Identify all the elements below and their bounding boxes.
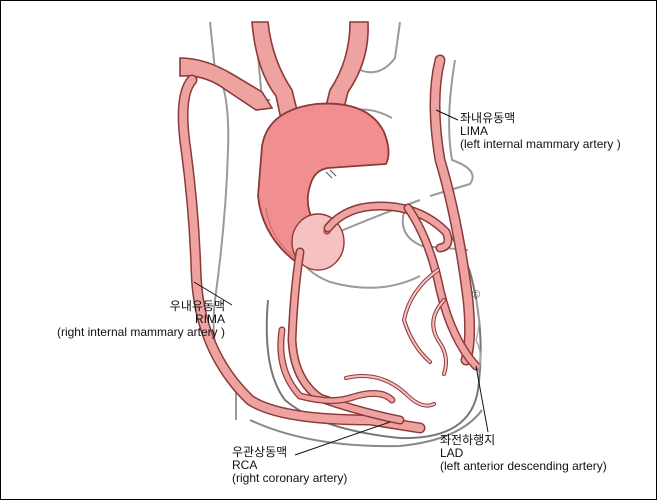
aorta — [257, 102, 390, 271]
lima-english: (left internal mammary artery ) — [460, 137, 621, 151]
rima-english: (right internal mammary artery ) — [56, 325, 225, 339]
lad-label: 좌전하행지 LAD (left anterior descending arte… — [440, 434, 607, 473]
rca-leader — [294, 421, 391, 456]
rima-korean: 우내유동맥 — [169, 299, 225, 313]
lad-english: (left anterior descending artery) — [440, 459, 607, 473]
lima-label: 좌내유동맥 LIMA (left internal mammary artery… — [460, 112, 621, 151]
rca-english: (right coronary artery) — [232, 471, 348, 485]
rima-leader — [193, 281, 233, 306]
copyright-mark: © — [472, 289, 481, 301]
lima-abbr: LIMA — [460, 124, 489, 138]
rca-korean: 우관상동맥 — [232, 445, 288, 459]
lad-abbr: LAD — [440, 446, 464, 460]
label-leaders — [193, 109, 489, 456]
heart-apex-outline — [249, 409, 483, 448]
lima-leader — [435, 109, 459, 121]
pericardium-edge — [475, 299, 482, 373]
rca-label: 우관상동맥 RCA (right coronary artery) — [232, 446, 347, 485]
rima-abbr: RIMA — [195, 312, 225, 326]
lad-leader — [475, 365, 489, 433]
rca-abbr: RCA — [232, 458, 258, 472]
lima-korean: 좌내유동맥 — [460, 111, 516, 125]
lad-korean: 좌전하행지 — [440, 433, 496, 447]
rima-label: 우내유동맥 RIMA (right internal mammary arter… — [57, 300, 225, 339]
